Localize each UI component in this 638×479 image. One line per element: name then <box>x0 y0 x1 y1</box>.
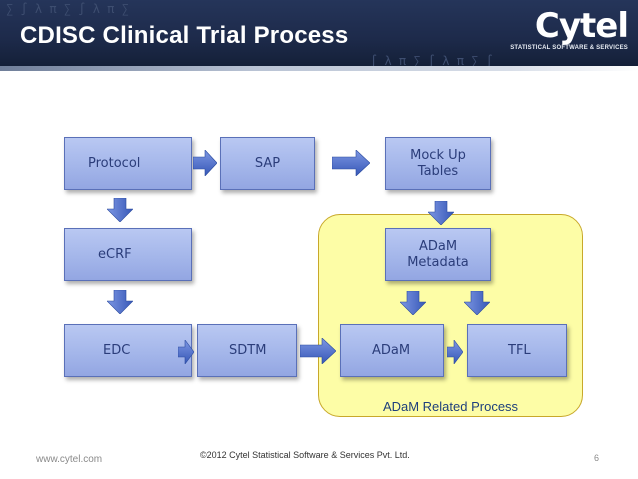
adam-metadata-line1: ADaM <box>418 238 458 254</box>
slide-header: ∑ ∫ λ π ∑ ∫ λ π ∑ ∫ λ π ∑ ∫ λ π ∑ ∫ CDIS… <box>0 0 638 66</box>
logo-wordmark: Cytel <box>534 6 629 46</box>
protocol-label: Protocol <box>88 156 141 171</box>
arrow-down-icon <box>107 198 133 222</box>
page-number: 6 <box>594 453 600 463</box>
adam-label: ADaM <box>372 343 411 358</box>
mockup-tables-box: Mock Up Tables <box>385 137 491 190</box>
adam-metadata-box: ADaM Metadata <box>385 228 491 281</box>
cytel-logo: Cytel STATISTICAL SOFTWARE & SERVICES <box>510 6 629 51</box>
arrow-down-icon <box>428 201 454 225</box>
sdtm-label: SDTM <box>229 343 267 358</box>
footer-website: www.cytel.com <box>36 454 103 465</box>
tfl-box: TFL <box>467 324 567 377</box>
header-decoration: ∫ λ π ∑ ∫ λ π ∑ ∫ <box>370 54 493 66</box>
adam-box: ADaM <box>340 324 444 377</box>
ecrf-label: eCRF <box>98 247 132 262</box>
arrow-down-icon <box>464 291 490 315</box>
arrow-right-icon <box>193 150 217 176</box>
sap-label: SAP <box>254 155 281 171</box>
adam-region-label: ADaM Related Process <box>382 399 519 414</box>
mockup-label-line2: Tables <box>417 163 459 179</box>
edc-label: EDC <box>103 343 131 358</box>
arrow-down-icon <box>107 290 133 314</box>
arrow-right-icon <box>178 340 194 364</box>
edc-box: EDC <box>64 324 192 377</box>
arrow-down-icon <box>400 291 426 315</box>
arrow-right-icon <box>300 338 336 364</box>
header-rule <box>0 66 638 71</box>
sdtm-box: SDTM <box>197 324 297 377</box>
logo-tagline: STATISTICAL SOFTWARE & SERVICES <box>510 45 628 51</box>
arrow-right-icon <box>332 150 370 176</box>
footer-copyright: ©2012 Cytel Statistical Software & Servi… <box>200 450 410 460</box>
adam-metadata-line2: Metadata <box>407 254 469 270</box>
header-decoration: ∑ ∫ λ π ∑ ∫ λ π ∑ <box>6 2 129 16</box>
slide-title: CDISC Clinical Trial Process <box>20 22 349 49</box>
ecrf-box: eCRF <box>64 228 192 281</box>
arrow-right-icon <box>447 340 463 364</box>
tfl-label: TFL <box>508 343 531 358</box>
sap-box: SAP <box>220 137 315 190</box>
mockup-label-line1: Mock Up <box>410 147 466 163</box>
protocol-box: Protocol <box>64 137 192 190</box>
